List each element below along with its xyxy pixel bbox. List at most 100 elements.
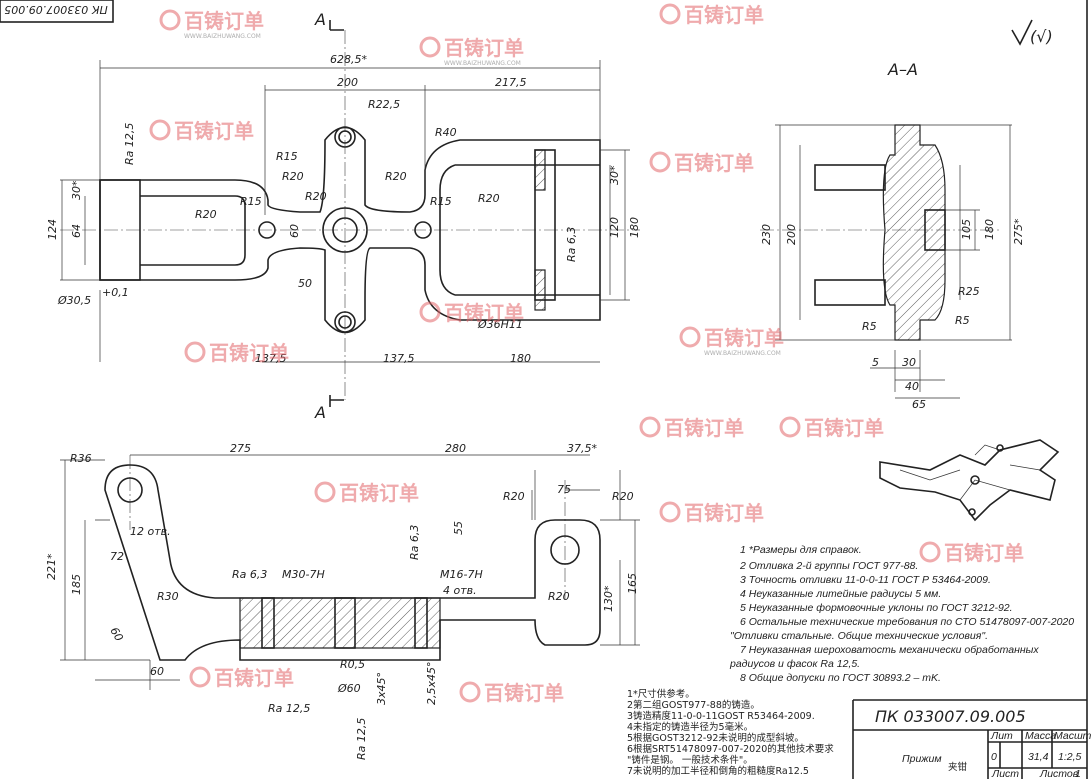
dim-label: 65 [912, 398, 926, 411]
dim-label: R5 [955, 314, 970, 327]
dim-label: 137,5 [255, 352, 287, 365]
dim-label: R20 [503, 490, 525, 503]
dim-label: R20 [612, 490, 634, 503]
watermark-brand: 百铸订单 [174, 119, 254, 143]
note-line: 1*尺寸供参考。 [627, 688, 695, 700]
note-line: 4未指定的铸造半径为5毫米。 [627, 721, 753, 733]
roughness-label: Ra 12,5 [268, 702, 310, 715]
note-line: 8 Общие допуски по ГОСТ 30893.2 – mK. [740, 672, 941, 684]
dim-label: 60 [288, 224, 301, 238]
watermark-brand: 百铸订单 [944, 541, 1024, 565]
rotated-stamp: ПК 033007.09.005 [4, 3, 108, 16]
dim-label: 37,5* [567, 442, 597, 455]
roughness-symbol-icon [1011, 19, 1033, 46]
dim-r40: R40 [435, 126, 457, 139]
dim-label: 30* [608, 165, 621, 185]
dim-label: R20 [305, 190, 327, 203]
dim-label: R15 [240, 195, 262, 208]
dim-200: 200 [337, 76, 358, 89]
note-line: 5 Неуказанные формовочные уклоны по ГОСТ… [740, 602, 1013, 614]
roughness-mark: (√) [1030, 27, 1053, 46]
note-line: 3铸造精度11-0-0-11GOST R53464-2009. [627, 710, 815, 722]
dim-label: 275* [1012, 218, 1025, 245]
chamfer-label: 3x45° [375, 672, 388, 705]
watermark-brand: 百铸订单 [209, 341, 289, 365]
dim-label: 40 [905, 380, 919, 393]
dim-label: R20 [478, 192, 500, 205]
part-name-ru: Прижим [902, 753, 942, 765]
dim-label: R15 [430, 195, 452, 208]
watermark-brand: 百铸订单 [484, 681, 564, 705]
mass-value: 31,4 [1028, 751, 1049, 763]
dim-label: R25 [958, 285, 980, 298]
drawing-number: ПК 033007.09.005 [875, 707, 1026, 726]
chamfer-label: 2,5x45° [425, 661, 438, 705]
dim-label: 130* [602, 585, 615, 612]
roughness-label: Ra 12,5 [123, 123, 136, 165]
dim-label: Ø36H11 [477, 318, 523, 331]
note-line: 7 Неуказанная шероховатость механически … [740, 644, 1039, 656]
watermark: 百铸订单 [184, 341, 289, 365]
watermark-brand: 百铸订单 [184, 9, 264, 33]
watermark-brand: 百铸订单 [664, 416, 744, 440]
side-view: 275 280 37,5* R36 12 отв. 72 221* 185 R3… [45, 442, 640, 760]
watermark: 百铸订单 [649, 151, 754, 175]
roughness-label: Ra 6,3 [232, 568, 267, 581]
dim-r22-5: R22,5 [368, 98, 400, 111]
dim-label: 180 [510, 352, 531, 365]
note-line: 6 Остальные технические требования по СТ… [740, 616, 1074, 628]
dim-label: 5 [872, 356, 879, 369]
hole-count-label: 4 отв. [443, 584, 477, 597]
dim-label: Ø30,5 [57, 294, 91, 307]
dim-label: R20 [385, 170, 407, 183]
note-line: 3 Точность отливки 11-0-0-11 ГОСТ Р 5346… [740, 574, 991, 586]
note-line: радиусов и фасок Ra 12,5. [729, 658, 860, 670]
sheets-label: Листов [1039, 768, 1079, 779]
dim-label: 180 [983, 219, 996, 240]
dim-label: 55 [452, 521, 465, 535]
plan-view: А А 628,5* 200 217,5 R22,5 R40 R15 R20 R… [46, 10, 641, 422]
technical-notes-cn: 1*尺寸供参考。 2第二组GOST977-88的铸造。 3铸造精度11-0-0-… [627, 688, 834, 777]
dim-label: R20 [282, 170, 304, 183]
watermark-brand: 百铸订单 [214, 666, 294, 690]
watermark-brand: 百铸订单 [704, 326, 784, 350]
roughness-label: Ra 6,3 [408, 525, 421, 560]
dim-label: 221* [45, 553, 58, 580]
dim-tolerance: +0,1 [102, 286, 129, 299]
thread-label: M16-7H [440, 568, 483, 581]
dim-label: 105 [960, 219, 973, 240]
watermark: 百铸订单 [314, 481, 419, 505]
dim-label: 275 [230, 442, 251, 455]
title-block: ПК 033007.09.005 Прижим 夹钳 Лит Масса Мас… [852, 699, 1091, 779]
dim-label: 72 [110, 550, 124, 563]
watermark: 百铸订单 [149, 119, 254, 143]
dim-label: 120 [608, 217, 621, 238]
scale-label: Масштаб [1054, 730, 1091, 742]
watermark: 百铸订单 [659, 3, 764, 27]
dim-label: 12 отв. [130, 525, 171, 538]
dim-label: R20 [195, 208, 217, 221]
dim-label: 180 [628, 217, 641, 238]
dim-label: 185 [70, 574, 83, 595]
lit-value: 0 [991, 751, 997, 763]
dim-label: 75 [557, 483, 571, 496]
note-line: "铸件是钢。 一般技术条件"。 [627, 754, 753, 766]
dim-label: 124 [46, 219, 59, 240]
dim-label: R30 [157, 590, 179, 603]
dim-label: R5 [862, 320, 877, 333]
thread-label: M30-7H [282, 568, 325, 581]
technical-notes-ru: 1 *Размеры для справок. 2 Отливка 2-й гр… [729, 544, 1074, 684]
watermark: 百铸订单 [459, 681, 564, 705]
watermark: 百铸订单 [779, 416, 884, 440]
dim-628-5: 628,5* [330, 53, 367, 66]
section-mark-top: А [314, 10, 326, 29]
dim-label: 230 [760, 224, 773, 245]
dim-label: 30* [70, 180, 83, 200]
note-line: 2 Отливка 2-й группы ГОСТ 977-88. [739, 560, 918, 572]
note-line: 5根据GOST3212-92未说明的成型斜坡。 [627, 732, 804, 744]
